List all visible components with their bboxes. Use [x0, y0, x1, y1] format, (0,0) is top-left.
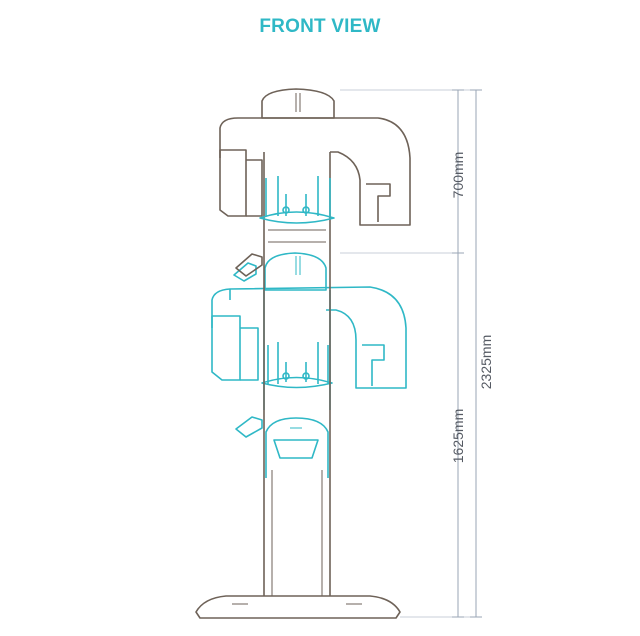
dimension-total-label: 2325mm: [478, 335, 494, 389]
view-title: FRONT VIEW: [259, 16, 381, 37]
dimension-lower-label: 1625mm: [450, 409, 466, 463]
dimension-lines: [340, 89, 482, 618]
lowered-unit-outline: [211, 252, 407, 478]
dimension-upper-label: 700mm: [450, 152, 466, 199]
raised-unit-outline: [195, 88, 411, 619]
